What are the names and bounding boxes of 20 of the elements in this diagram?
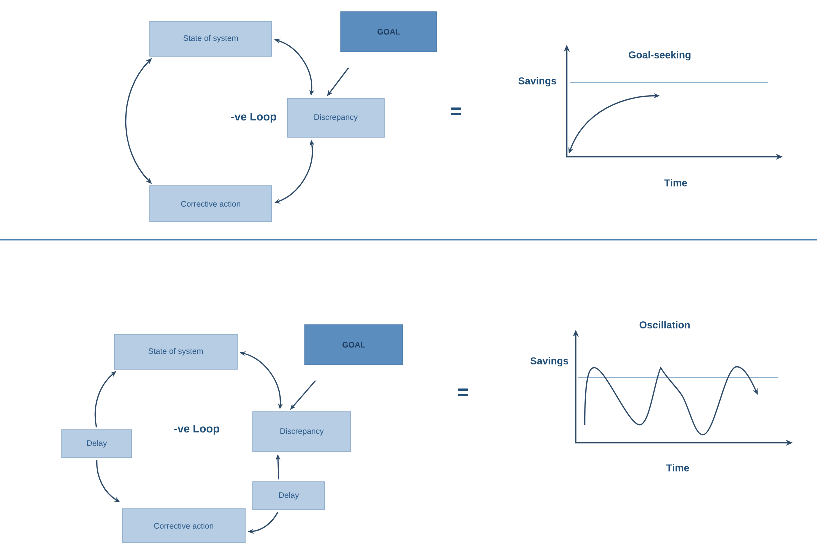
equals-sign: = [458, 388, 468, 396]
axis-label: Savings [518, 77, 556, 87]
loop-label: -ve Loop [174, 425, 220, 435]
process-box: Discrepancy [287, 98, 385, 138]
goal-box: GOAL [340, 12, 438, 52]
goal-box: GOAL [304, 324, 404, 366]
process-box: Corrective action [150, 186, 272, 222]
axis-label: Time [666, 464, 690, 472]
process-box: Delay [62, 430, 132, 458]
axis-label: Time [664, 179, 688, 187]
process-box: Corrective action [122, 508, 246, 544]
process-box: Discrepancy [252, 412, 352, 452]
loop-label: -ve Loop [232, 113, 276, 123]
chart-title: Oscillation [640, 321, 690, 329]
process-box: State of system [150, 21, 272, 57]
process-box: Delay [252, 482, 326, 510]
process-box: State of system [114, 334, 238, 370]
axis-label: Savings [530, 357, 568, 367]
equals-sign: = [451, 108, 462, 116]
chart-title: Goal-seeking [629, 51, 691, 61]
